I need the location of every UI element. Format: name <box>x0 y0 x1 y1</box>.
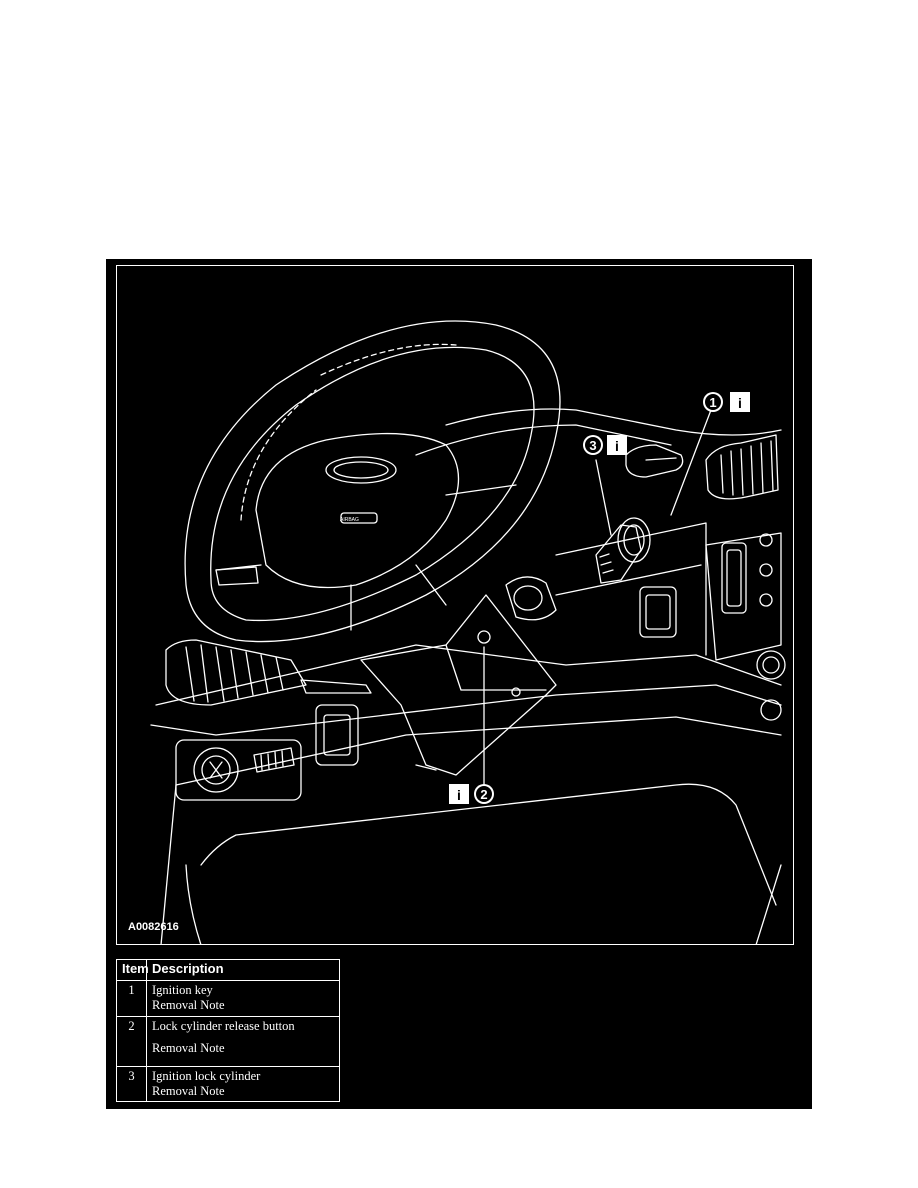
legend-table: Item Description 1 Ignition key Removal … <box>116 958 340 1103</box>
item-description: Lock cylinder release button Removal Not… <box>146 1016 340 1067</box>
right-air-vent <box>705 434 779 500</box>
steering-wheel <box>184 320 561 643</box>
item-column-header: Item <box>116 958 149 982</box>
item-description: Ignition key Removal Note <box>146 980 340 1018</box>
table-row: 2 Lock cylinder release button Removal N… <box>116 1016 340 1067</box>
table-row: 1 Ignition key Removal Note <box>116 980 340 1018</box>
item-number: 3 <box>116 1065 147 1103</box>
legend-header-row: Item Description <box>116 958 340 982</box>
airbag-label: AIRBAG <box>340 517 359 523</box>
svg-text:i: i <box>615 438 619 454</box>
ignition-key <box>625 444 684 478</box>
svg-text:3: 3 <box>589 438 596 453</box>
description-column-header: Description <box>146 958 340 982</box>
removal-note: Removal Note <box>152 1041 225 1056</box>
description-name: Ignition key <box>152 983 213 998</box>
item-number: 2 <box>116 1016 147 1067</box>
info-icon <box>607 435 627 455</box>
description-name: Lock cylinder release button <box>152 1019 295 1034</box>
description-name: Ignition lock cylinder <box>152 1068 261 1083</box>
figure-id: A0082616 <box>128 921 179 933</box>
svg-text:2: 2 <box>480 787 487 802</box>
table-row: 3 Ignition lock cylinder Removal Note <box>116 1065 340 1103</box>
callout-3: 3 i <box>583 435 627 455</box>
removal-note: Removal Note <box>152 1083 225 1098</box>
info-icon <box>730 392 750 412</box>
item-number: 1 <box>116 980 147 1018</box>
removal-note: Removal Note <box>152 998 225 1013</box>
item-description: Ignition lock cylinder Removal Note <box>146 1065 340 1103</box>
info-icon <box>449 784 469 804</box>
callout-2: i 2 <box>449 784 494 804</box>
dashboard-illustration: 1 i 3 i i 2 AIRBAG <box>116 265 794 945</box>
svg-text:1: 1 <box>709 395 716 410</box>
svg-text:i: i <box>457 787 461 803</box>
left-air-vent <box>165 639 307 706</box>
svg-text:i: i <box>738 395 742 411</box>
callout-1: 1 i <box>703 392 750 412</box>
